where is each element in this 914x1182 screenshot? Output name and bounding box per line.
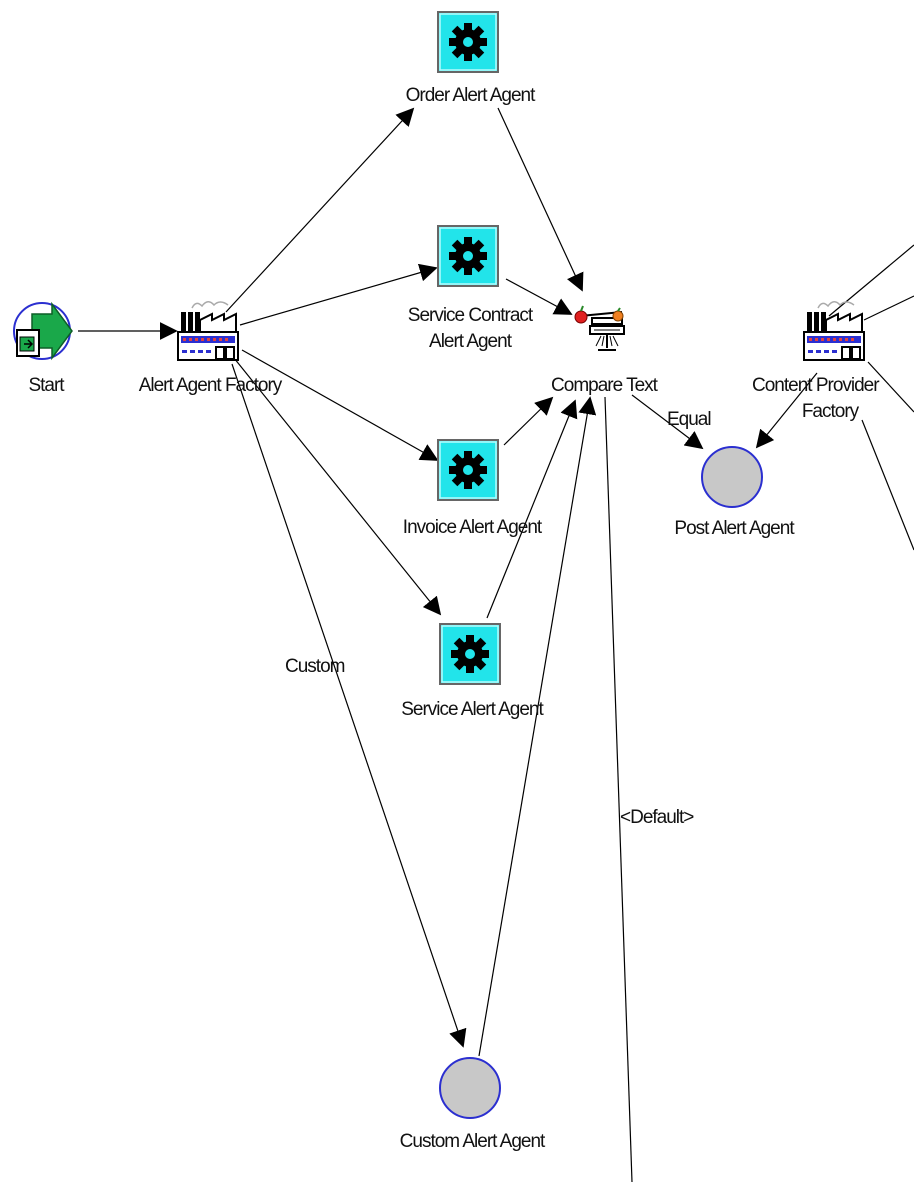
scales-icon: [574, 305, 625, 351]
edge-factory-to-custom[interactable]: [231, 363, 467, 1048]
service-alert-agent-label: Service Alert Agent: [401, 699, 544, 720]
edge-service-to-compare[interactable]: [486, 399, 578, 619]
invoice-alert-agent-label: Invoice Alert Agent: [402, 517, 542, 538]
order-alert-agent-label: Order Alert Agent: [405, 85, 536, 106]
edge-factory-to-service-contract[interactable]: [239, 263, 438, 326]
factory-icon: [177, 301, 239, 361]
edge-factory-to-invoice[interactable]: [241, 349, 439, 461]
edge-invoice-to-compare[interactable]: [503, 396, 554, 446]
start-label: Start: [28, 375, 64, 396]
edge-offscreen-4[interactable]: [861, 419, 914, 551]
start-arrow-icon: [13, 301, 73, 361]
edge-compare-to-post-equal[interactable]: [631, 394, 704, 450]
invoice-alert-agent-node[interactable]: [437, 439, 499, 501]
service-alert-agent-node[interactable]: [439, 623, 501, 685]
service-contract-label-line2: Alert Agent: [429, 331, 512, 352]
gear-icon: [439, 623, 501, 685]
edge-factory-to-service[interactable]: [233, 357, 442, 616]
content-provider-label-line2: Factory: [801, 401, 859, 422]
factory-icon: [803, 301, 865, 361]
edge-offscreen-2[interactable]: [863, 295, 914, 321]
edge-custom-to-compare[interactable]: [478, 396, 597, 1057]
service-contract-label-line1: Service Contract: [407, 305, 533, 326]
custom-alert-agent-label: Custom Alert Agent: [399, 1131, 546, 1152]
gear-icon: [437, 439, 499, 501]
compare-text-node[interactable]: [574, 305, 625, 351]
notification-circle-icon: [439, 1057, 501, 1119]
edge-label-default: <Default>: [620, 807, 694, 828]
gear-icon: [437, 11, 499, 73]
edge-service-contract-to-compare[interactable]: [505, 278, 573, 315]
start-node[interactable]: [13, 301, 73, 361]
post-alert-agent-label: Post Alert Agent: [674, 518, 794, 539]
custom-alert-agent-node[interactable]: [439, 1057, 501, 1119]
post-alert-agent-node[interactable]: [701, 446, 763, 508]
service-contract-alert-agent-node[interactable]: [437, 225, 499, 287]
edge-content-factory-to-post[interactable]: [755, 372, 818, 449]
edge-order-to-compare[interactable]: [497, 107, 584, 292]
order-alert-agent-node[interactable]: [437, 11, 499, 73]
notification-circle-icon: [701, 446, 763, 508]
edge-offscreen-1[interactable]: [828, 244, 914, 317]
edge-label-custom: Custom: [285, 656, 345, 677]
gear-icon: [437, 225, 499, 287]
alert-agent-factory-node[interactable]: [177, 301, 239, 361]
content-provider-factory-node[interactable]: [803, 301, 865, 361]
edge-factory-to-order[interactable]: [225, 107, 415, 313]
alert-agent-factory-label: Alert Agent Factory: [138, 375, 283, 396]
content-provider-label-line1: Content Provider: [752, 375, 880, 396]
compare-text-label: Compare Text: [551, 375, 658, 396]
edge-label-equal: Equal: [667, 409, 712, 430]
edge-offscreen-3[interactable]: [867, 361, 914, 413]
edge-compare-default[interactable]: [604, 396, 633, 1182]
